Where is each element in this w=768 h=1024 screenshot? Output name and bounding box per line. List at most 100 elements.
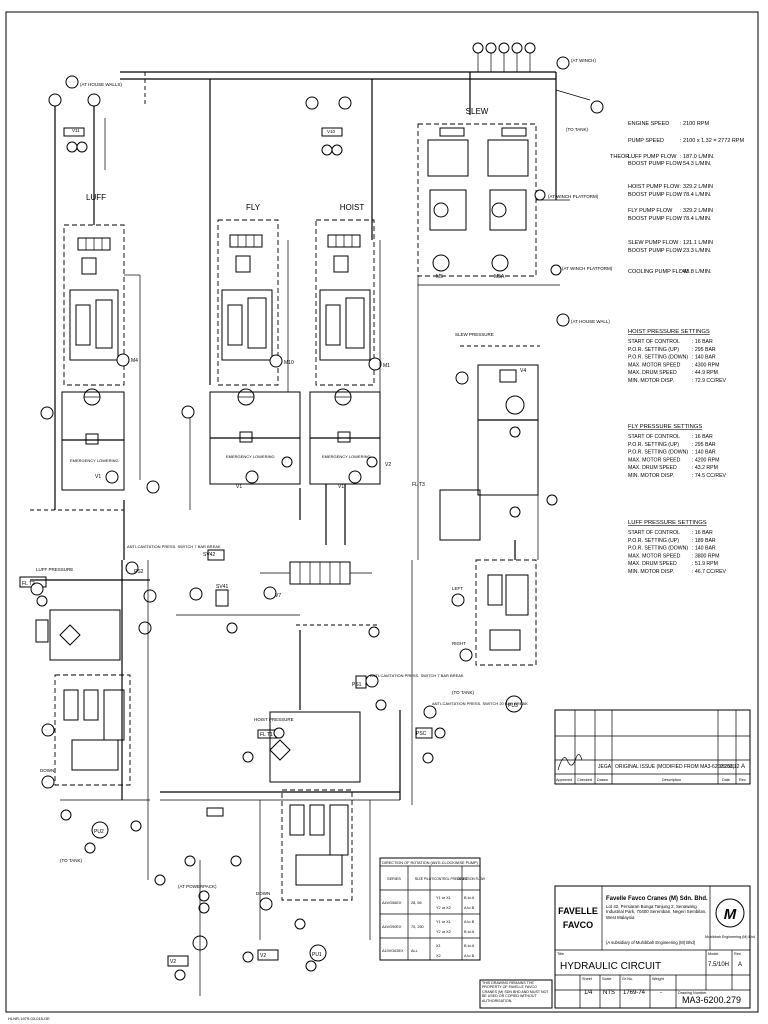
rotation-flow: A to B: [464, 954, 475, 958]
rotation-pilot: Y2 or X2: [436, 906, 451, 910]
rev-label: Rev.: [734, 952, 742, 956]
tag-v2-hoist: V2: [385, 462, 391, 468]
rotation-series: A4VG56EX: [382, 901, 402, 905]
settings-row-value: : 140 BAR: [692, 355, 716, 361]
settings-row-value: : 44.9 RPM: [692, 370, 718, 376]
rotation-pilot: Y1 or X1: [436, 896, 451, 900]
company-subsidiary: (A subsidiary of Muhibbah Engineering (M…: [606, 940, 696, 945]
settings-row-value: : 46.7 CC/REV: [692, 569, 727, 575]
company-name: Favelle Favco Cranes (M) Sdn. Bhd.: [606, 896, 708, 902]
rotation-series: A10VG63EX: [382, 949, 404, 953]
revision-rev: A: [741, 764, 745, 770]
rotation-series: A4VG90EX: [382, 925, 402, 929]
settings-row-value: : 16 BAR: [692, 339, 713, 345]
tag-luff-pump: PU2: [94, 829, 104, 835]
rotation-pilot: X1: [436, 944, 441, 948]
spec-panel: ENGINE SPEED : 2100 RPM PUMP SPEED : 210…: [610, 121, 744, 575]
flow-label: BOOST PUMP FLOW: [628, 161, 683, 167]
company-address: Lot 42, Persiaran Bunga Tanjung 2, Senaw…: [606, 904, 707, 920]
revision-col-checked: Checked: [577, 778, 592, 782]
settings-row-value: : 43.2 RPM: [692, 465, 718, 471]
settings-row-label: START OF CONTROL: [628, 339, 680, 345]
flow-label: FLY PUMP FLOW: [628, 208, 673, 214]
rotation-table-title: DIRECTION OF ROTATION (ANTI-CLOCKWISE PU…: [382, 861, 478, 865]
settings-row-label: P.O.R. SETTING (UP): [628, 442, 679, 448]
rotation-size: 70, 250: [411, 925, 424, 929]
weight-value: -: [660, 990, 662, 996]
spec-theor: THEOR.: [610, 154, 631, 160]
revision-col-approved: Approved: [556, 778, 572, 782]
settings-row-value: : 72.9 CC/REV: [692, 378, 727, 384]
flow-label: LUFF PUMP FLOW: [628, 154, 677, 160]
label-down-hoist: DOWN: [256, 891, 270, 896]
model-label: Model: [708, 952, 718, 956]
tag-v11: V11: [72, 128, 80, 133]
drawing-border: [5, 11, 759, 1013]
disclaimer-box: [479, 979, 553, 1009]
label-at-house-walls: (AT HOUSE WALLS): [80, 82, 122, 87]
revision-block: [554, 709, 751, 785]
rotation-flow: A to B: [464, 906, 475, 910]
tag-flt1: FL T1: [260, 732, 273, 738]
title-luff: LUFF: [86, 193, 106, 202]
flow-value: : 329.2 L/MIN: [680, 184, 713, 190]
flow-label: BOOST PUMP FLOW: [628, 248, 683, 254]
weight-label: Weight: [652, 977, 665, 981]
settings-row-value: : 189 BAR: [692, 538, 716, 544]
settings-row-value: : 140 BAR: [692, 546, 716, 552]
label-luff-pressure: LUFF PRESSURE: [36, 567, 73, 572]
label-hoist-pressure: HOIST PRESSURE: [254, 717, 294, 722]
settings-row-value: : 74.5 CC/REV: [692, 473, 727, 479]
tag-psc: PSC: [416, 731, 427, 737]
rotation-size: ALL: [411, 949, 418, 953]
luff-section: [30, 93, 160, 560]
muhibbah-logo: [715, 898, 745, 928]
settings-row-value: : 16 BAR: [692, 434, 713, 440]
rotation-flow: A to B: [464, 920, 475, 924]
settings-row-value: : 295 BAR: [692, 442, 716, 448]
revision-description: ORIGINAL ISSUE (MODIFIED FROM MA3-6200.2…: [615, 764, 735, 770]
revision-col-date: Date: [722, 778, 730, 782]
tag-slew-pump: PU3: [508, 703, 518, 709]
tag-flt2: FL T2: [22, 581, 35, 587]
model-value: 7.5/10H: [708, 962, 729, 968]
settings-row-label: MAX. MOTOR SPEED: [628, 457, 681, 463]
flow-value: : 43.8 L/MIN.: [680, 269, 712, 275]
label-down-luff: DOWN: [40, 768, 54, 773]
company-address-wrap: Lot 42, Persiaran Bunga Tanjung 2, Senaw…: [606, 904, 707, 920]
settings-row-value: : 51.9 RPM: [692, 561, 718, 567]
label-at-powerpack: (AT POWERPACK): [178, 884, 217, 889]
tag-sv42: SV42: [203, 552, 215, 558]
tag-luff-motor: M4: [131, 358, 138, 364]
label-to-tank-luff: (TO TANK): [60, 858, 83, 863]
slew-section: [417, 123, 570, 713]
settings-row-label: MAX. MOTOR SPEED: [628, 362, 681, 368]
tag-v1-hoist: V1: [338, 484, 344, 490]
label-to-tank-top: (TO TANK): [566, 127, 589, 132]
tag-flt3: FL T3: [412, 482, 425, 488]
tag-hoist-motor: M1: [383, 363, 390, 369]
tag-ps1: PS1: [352, 682, 362, 688]
tag-ps2: PS2: [134, 569, 144, 575]
label-to-tank-slew: (TO TANK): [452, 690, 475, 695]
luff-pump-section: [19, 560, 166, 886]
rotation-header-pilot: PILOT/CONTROL PRESSURE: [424, 877, 468, 881]
rotation-pilot: X2: [436, 954, 441, 958]
settings-row-label: MIN. MOTOR DISP.: [628, 378, 674, 384]
flow-label: HOIST PUMP FLOW: [628, 184, 680, 190]
label-anti-cav-luff: ANTI-CAVITATION PRESS. SWITCH 7 BAR BREA…: [127, 544, 221, 549]
label-at-winch-platform-2: (AT WINCH PLATFORM): [562, 266, 613, 271]
partner-name: Muhibbah Engineering (M) Bhd: [705, 935, 755, 939]
tag-slew-motor-1: M5: [436, 274, 443, 280]
rotation-flow: B to A: [464, 896, 475, 900]
label-at-house-wall: (AT HOUSE WALL): [571, 319, 610, 324]
settings-row-label: MIN. MOTOR DISP.: [628, 473, 674, 479]
rotation-flow: B to A: [464, 944, 475, 948]
tag-hoist-pump: PU1: [312, 952, 322, 958]
tag-v2-powerpack: V2: [170, 959, 176, 965]
label-anti-cav-slew: ANTI-CAVITATION PRESS. SWITCH 20 BAR BRE…: [432, 701, 528, 706]
tag-v1-fly: V1: [236, 484, 242, 490]
